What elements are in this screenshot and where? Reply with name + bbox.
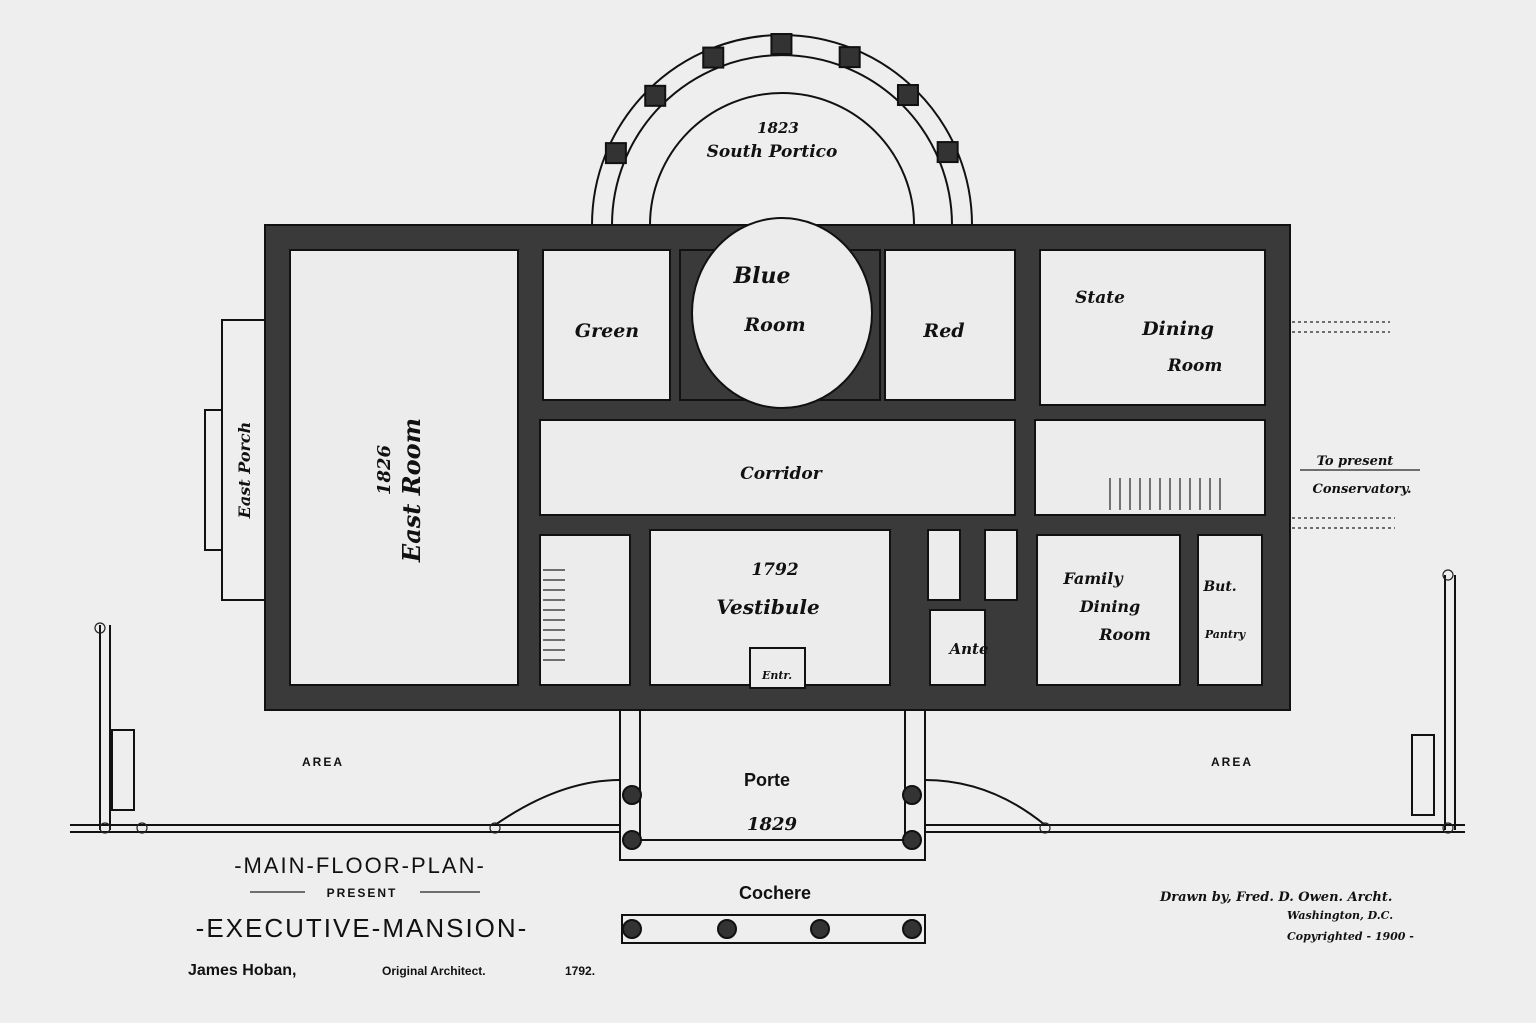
label-conservatory: Conservatory. bbox=[1313, 482, 1412, 497]
label-red: Red bbox=[922, 320, 964, 342]
state-dining-room bbox=[1039, 249, 1266, 406]
post bbox=[1039, 822, 1051, 834]
label-entrance: Entr. bbox=[761, 669, 792, 682]
cochere-column bbox=[622, 830, 642, 850]
red-room bbox=[884, 249, 1016, 401]
label-blue: Blue bbox=[733, 263, 791, 289]
label-pantry: Pantry bbox=[1204, 628, 1247, 641]
label-state: State bbox=[1075, 288, 1125, 308]
title-main-floor-plan: -MAIN-FLOOR-PLAN- bbox=[234, 853, 486, 878]
label-south-portico: South Portico bbox=[707, 142, 838, 162]
label-blue-room: Room bbox=[743, 314, 805, 336]
label-cochere: Cochere bbox=[739, 883, 811, 903]
post bbox=[99, 822, 111, 834]
label-family-room: Room bbox=[1098, 625, 1151, 644]
label-area-right: AREA bbox=[1211, 755, 1253, 769]
post bbox=[136, 822, 148, 834]
cochere-column bbox=[902, 830, 922, 850]
east-porch bbox=[204, 319, 266, 601]
credits-drawn-by: Drawn by, Fred. D. Owen. Archt. bbox=[1159, 890, 1392, 905]
post bbox=[1442, 569, 1454, 581]
label-vestibule: Vestibule bbox=[716, 595, 819, 619]
label-corridor: Corridor bbox=[740, 464, 822, 484]
elevator bbox=[927, 529, 961, 601]
cochere-column bbox=[902, 785, 922, 805]
stairs bbox=[543, 478, 1221, 661]
title-architect: James Hoban, bbox=[188, 962, 296, 979]
cochere-column bbox=[717, 919, 737, 939]
label-green: Green bbox=[575, 320, 639, 342]
label-vestibule-year: 1792 bbox=[751, 560, 798, 580]
label-porte: Porte bbox=[744, 770, 790, 790]
post bbox=[1442, 822, 1454, 834]
label-to-present: To present bbox=[1317, 454, 1394, 469]
entrance bbox=[749, 647, 806, 689]
label-family-dining: Dining bbox=[1079, 597, 1140, 616]
cochere-column bbox=[810, 919, 830, 939]
post bbox=[94, 622, 106, 634]
label-dining: Dining bbox=[1141, 318, 1214, 340]
porte-cochere bbox=[70, 569, 1465, 944]
label-family: Family bbox=[1062, 569, 1124, 588]
blue-room bbox=[691, 217, 873, 409]
portico-column bbox=[770, 33, 793, 56]
portico-column bbox=[702, 46, 725, 69]
post bbox=[489, 822, 501, 834]
butlers-pantry bbox=[1197, 534, 1263, 686]
label-state-room: Room bbox=[1167, 356, 1223, 376]
east-room bbox=[289, 249, 519, 686]
green-room bbox=[542, 249, 671, 401]
credits-place: Washington, D.C. bbox=[1287, 909, 1393, 922]
ante-room bbox=[929, 609, 986, 686]
label-portico-year: 1823 bbox=[757, 119, 799, 137]
cochere-column bbox=[622, 919, 642, 939]
label-butlers: But. bbox=[1202, 579, 1236, 595]
portico-column bbox=[604, 142, 627, 165]
title-architect-year: 1792. bbox=[565, 964, 595, 978]
cochere-column bbox=[902, 919, 922, 939]
portico-column bbox=[896, 84, 919, 107]
portico-column bbox=[936, 141, 959, 164]
title-present: PRESENT bbox=[327, 886, 398, 900]
title-architect-role: Original Architect. bbox=[382, 964, 486, 978]
corridor bbox=[539, 419, 1016, 516]
cochere-column bbox=[622, 785, 642, 805]
label-east-porch: East Porch bbox=[235, 422, 254, 520]
service-area bbox=[984, 529, 1018, 601]
label-east-room: East Room bbox=[397, 418, 426, 563]
label-ante: Ante bbox=[947, 640, 988, 658]
title-executive-mansion: -EXECUTIVE-MANSION- bbox=[196, 913, 529, 943]
family-dining-room bbox=[1036, 534, 1181, 686]
south-portico bbox=[591, 33, 973, 226]
label-east-room-year: 1826 bbox=[374, 444, 395, 495]
portico-column bbox=[838, 46, 861, 69]
label-porte-year: 1829 bbox=[747, 814, 798, 835]
portico-column bbox=[644, 84, 667, 107]
credits-copyright: Copyrighted - 1900 - bbox=[1287, 930, 1414, 943]
label-area-left: AREA bbox=[302, 755, 344, 769]
